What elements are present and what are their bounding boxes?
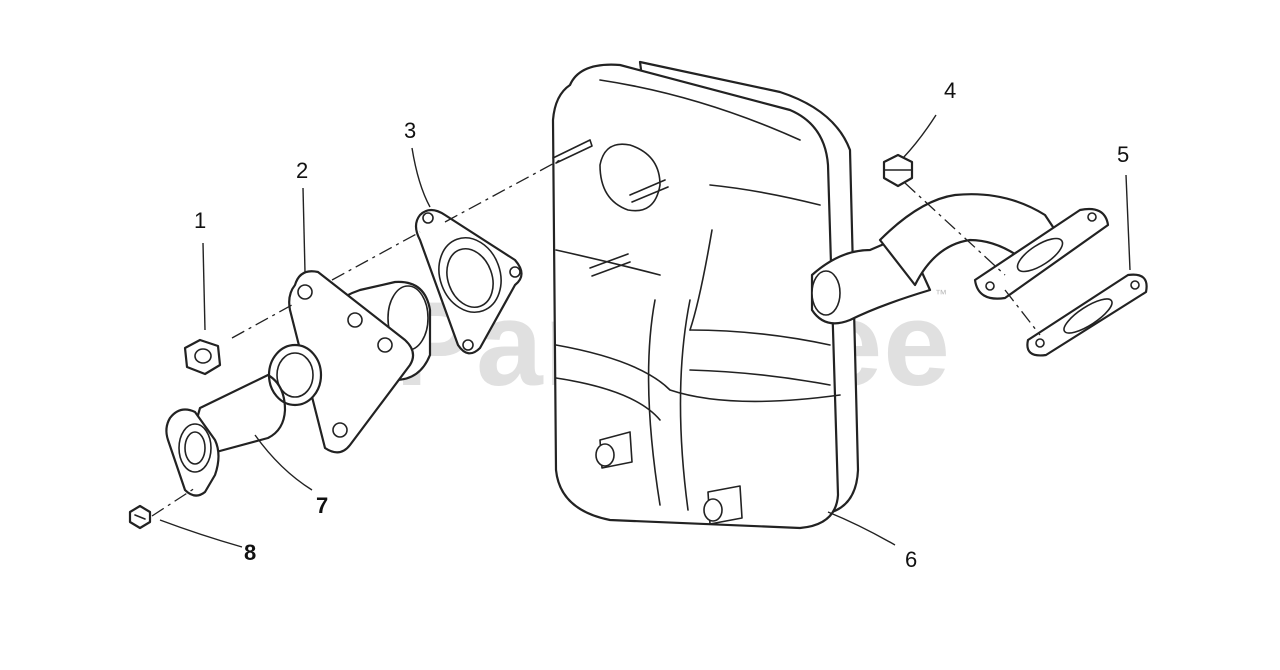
screw-8 bbox=[128, 504, 152, 530]
callout-6: 6 bbox=[905, 547, 917, 572]
outlet-elbow bbox=[878, 193, 1110, 300]
watermark-trademark: ™ bbox=[935, 287, 947, 301]
callout-7: 7 bbox=[316, 493, 328, 518]
muffler bbox=[551, 60, 932, 530]
alignment-lines bbox=[151, 159, 1041, 517]
callout-2: 2 bbox=[296, 158, 308, 183]
callout-5: 5 bbox=[1117, 142, 1129, 167]
callout-1: 1 bbox=[194, 208, 206, 233]
spark-arrester-screen bbox=[165, 373, 287, 497]
leader-lines bbox=[159, 114, 1131, 548]
callout-labels: 1 2 3 4 5 6 7 8 bbox=[194, 78, 1129, 572]
exhaust-pipe bbox=[267, 270, 432, 454]
hex-nut-1 bbox=[183, 338, 222, 376]
callout-3: 3 bbox=[404, 118, 416, 143]
muffler-gasket bbox=[414, 208, 523, 355]
outlet-gasket bbox=[1026, 273, 1148, 357]
callout-4: 4 bbox=[944, 78, 956, 103]
callout-8: 8 bbox=[244, 540, 256, 565]
hex-nut-4 bbox=[882, 153, 914, 188]
